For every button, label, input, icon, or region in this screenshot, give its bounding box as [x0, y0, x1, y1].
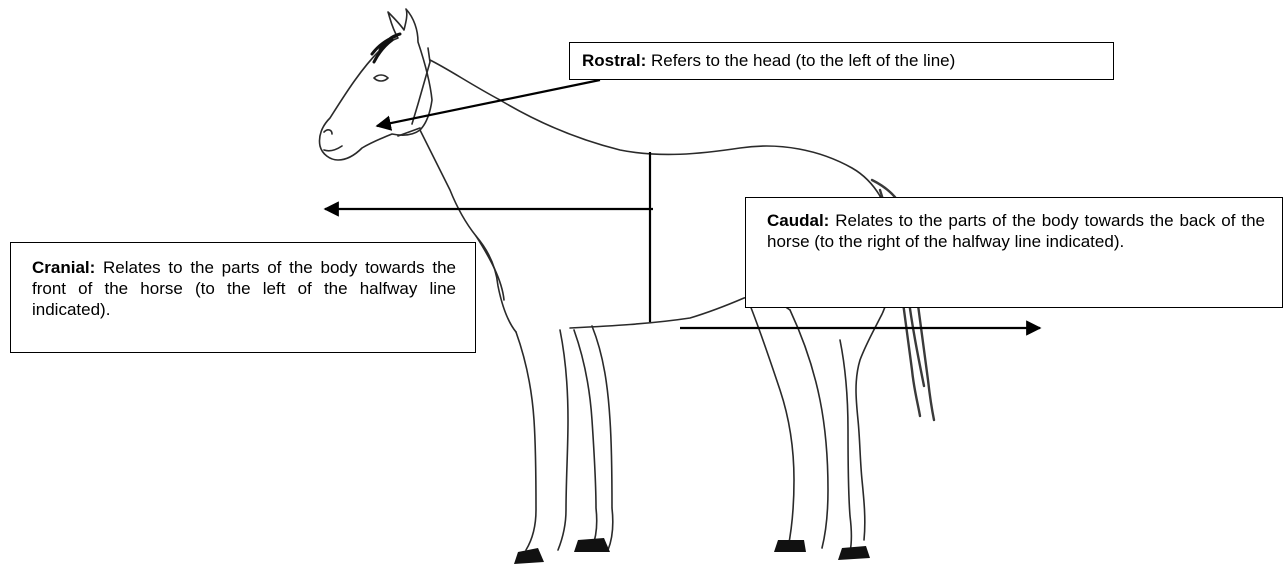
cranial-term: Cranial:: [32, 258, 95, 277]
hoof-hind-near: [774, 540, 806, 552]
chest: [476, 236, 516, 332]
eye: [374, 75, 388, 81]
caudal-callout: Caudal: Relates to the parts of the body…: [745, 197, 1283, 308]
rostral-callout: Rostral: Refers to the head (to the left…: [569, 42, 1114, 80]
rostral-term: Rostral:: [582, 51, 646, 70]
nostril: [324, 130, 332, 134]
cranial-text: Relates to the parts of the body towards…: [32, 258, 456, 319]
caudal-paragraph: Caudal: Relates to the parts of the body…: [767, 210, 1265, 252]
hind-leg-near: [748, 300, 828, 548]
caudal-text: Relates to the parts of the body towards…: [767, 211, 1265, 251]
hoof-hind-far: [838, 546, 870, 560]
rostral-arrow: [377, 80, 600, 126]
cranial-paragraph: Cranial: Relates to the parts of the bod…: [32, 257, 456, 320]
cranial-callout: Cranial: Relates to the parts of the bod…: [10, 242, 476, 353]
front-leg-near: [516, 330, 568, 550]
rostral-text: Refers to the head (to the left of the l…: [651, 51, 955, 70]
hind-leg-far: [840, 340, 852, 552]
mouth: [324, 146, 342, 151]
topline: [430, 60, 880, 196]
caudal-term: Caudal:: [767, 211, 829, 230]
front-leg-far: [574, 326, 613, 550]
hoof-front-far: [574, 538, 610, 552]
head-outline: [319, 9, 432, 160]
hoof-front-near: [514, 548, 544, 564]
